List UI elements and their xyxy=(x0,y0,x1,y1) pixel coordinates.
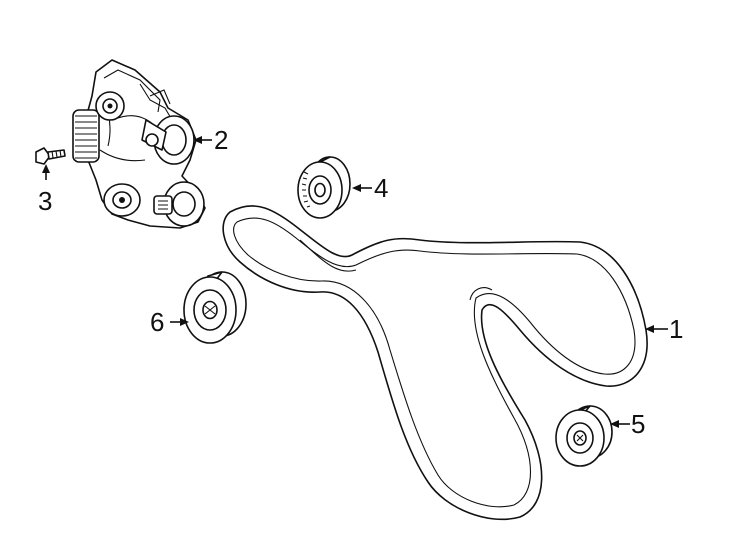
callout-idler-lower: 5 xyxy=(610,409,645,439)
belt-tensioner[interactable] xyxy=(72,59,206,229)
callout-tensioner: 2 xyxy=(193,125,228,155)
callout-label-idler-left: 6 xyxy=(150,307,164,337)
callout-label-idler-lower: 5 xyxy=(631,409,645,439)
callout-belt: 1 xyxy=(645,314,683,344)
tensioner-arm-pulley xyxy=(141,115,195,165)
callout-label-idler-upper: 4 xyxy=(374,173,388,203)
callout-idler-left: 6 xyxy=(150,307,189,337)
callout-bolt: 3 xyxy=(38,164,52,216)
callout-idler-upper: 4 xyxy=(352,173,388,203)
idler-pulley-lower[interactable] xyxy=(555,405,613,467)
serpentine-belt[interactable] xyxy=(222,205,648,521)
callout-label-bolt: 3 xyxy=(38,186,52,216)
tensioner-bolt[interactable] xyxy=(35,147,66,165)
callout-label-belt: 1 xyxy=(669,314,683,344)
tensioner-spring xyxy=(72,109,100,163)
tensioner-lower-pulley-left xyxy=(103,183,141,217)
idler-pulley-upper[interactable] xyxy=(297,156,351,219)
callout-label-tensioner: 2 xyxy=(214,125,228,155)
tensioner-lower-pulley-right xyxy=(153,181,205,227)
tensioner-pivot xyxy=(95,91,125,121)
idler-pulley-left[interactable] xyxy=(183,271,247,344)
